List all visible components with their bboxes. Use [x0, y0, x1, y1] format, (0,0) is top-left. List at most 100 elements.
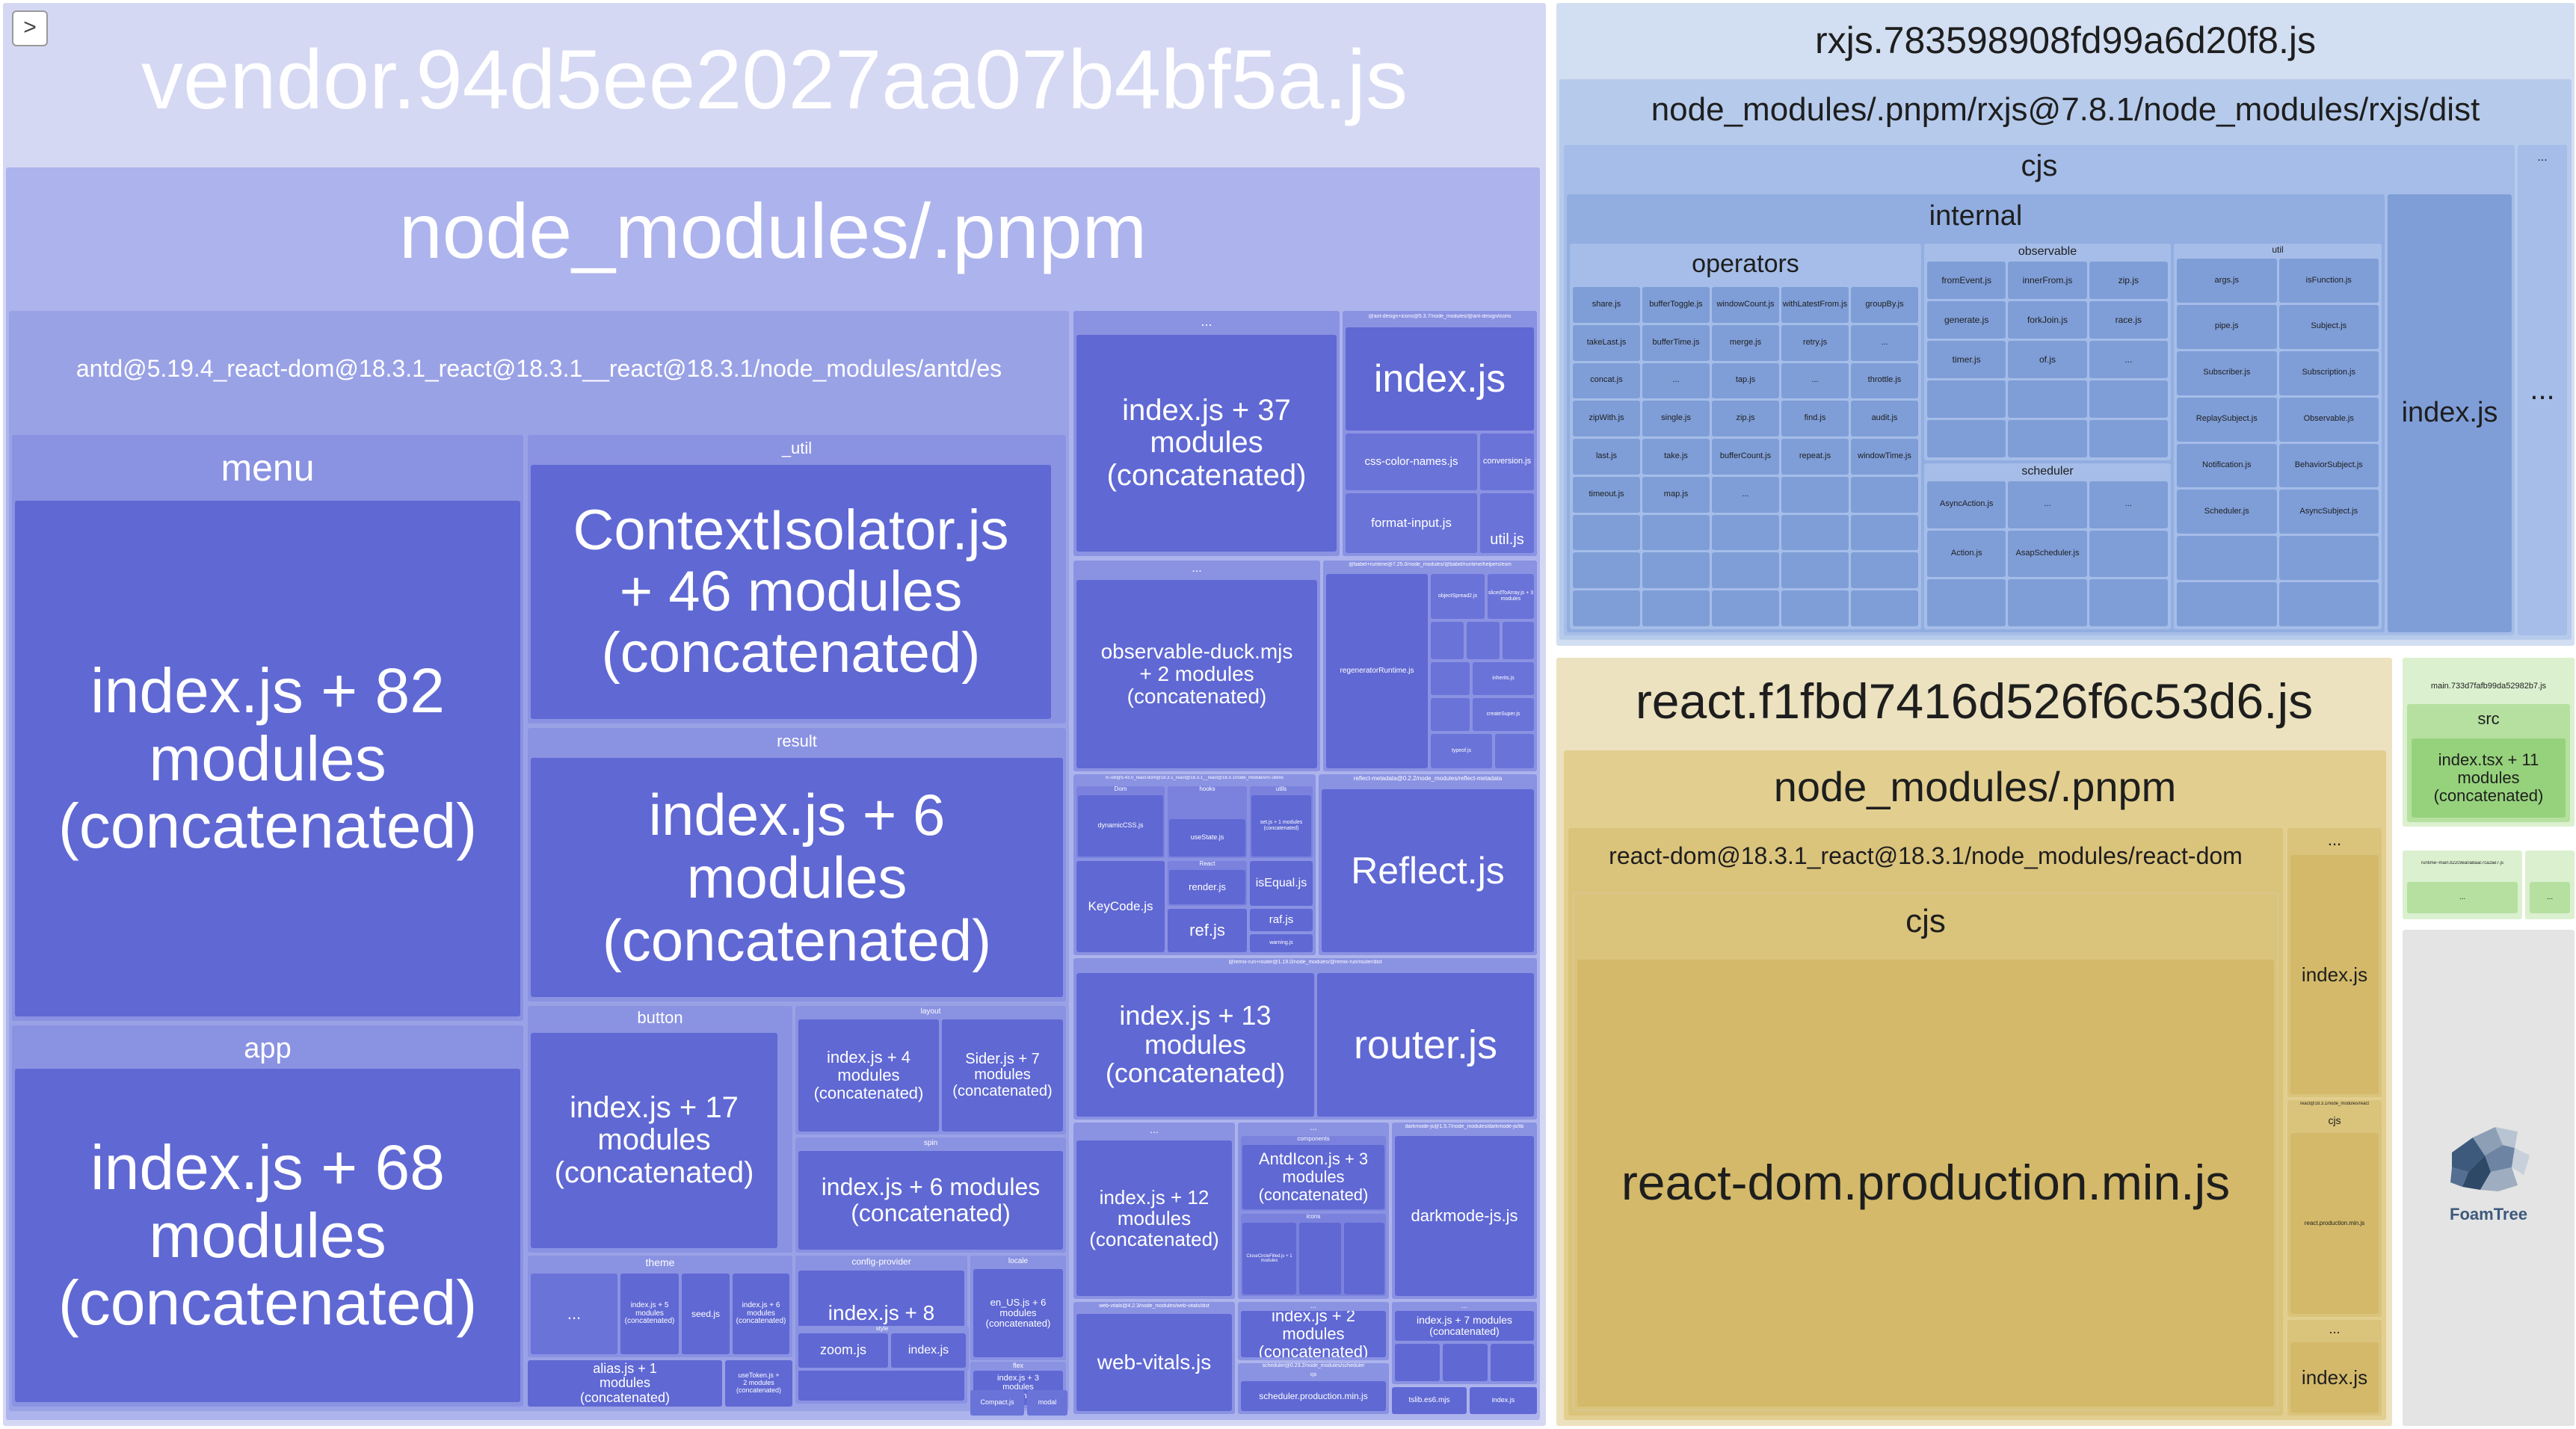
folder-darkmode[interactable]: darkmode-js@1.5.7/node_modules/darkmode-…	[1392, 1123, 1537, 1299]
rxjs-util-cell[interactable]	[2278, 582, 2379, 626]
module-context-isolator[interactable]: ContextIsolator.js + 46 modules (concate…	[531, 465, 1051, 719]
rxjs-operator-cell[interactable]	[1642, 590, 1710, 626]
rxjs-observable-cell[interactable]: ...	[2089, 341, 2168, 378]
rxjs-util-cell[interactable]: Observable.js	[2278, 397, 2379, 442]
folder-ant-design-icons[interactable]: @ant-design+icons@5.3.7/node_modules/@an…	[1343, 311, 1537, 556]
folder-rc-dom[interactable]: Dom dynamicCSS.js	[1076, 786, 1165, 858]
folder-reflect-metadata[interactable]: reflect-metadata@0.2.2/node_modules/refl…	[1319, 774, 1537, 955]
chunk-main[interactable]: main.733d7fafb99da52982b7.js src index.t…	[2403, 658, 2575, 827]
module-create-super[interactable]: createSuper.js	[1473, 698, 1534, 731]
module-reflect[interactable]: Reflect.js	[1322, 789, 1534, 952]
module-typeof[interactable]: typeof.js	[1431, 734, 1492, 768]
rxjs-observable-cell[interactable]: forkJoin.js	[2008, 301, 2087, 339]
folder-react-bottom[interactable]: ... index.js	[2287, 1320, 2382, 1416]
rxjs-util-cell[interactable]: Notification.js	[2177, 443, 2277, 488]
rxjs-operator-cell[interactable]	[1642, 514, 1710, 551]
rxjs-observable-cell[interactable]: zip.js	[2089, 262, 2168, 299]
rxjs-observable-cell[interactable]: fromEvent.js	[1927, 262, 2006, 299]
vendor-node-modules-pnpm[interactable]: node_modules/.pnpm antd@5.19.4_react-dom…	[6, 167, 1540, 1420]
rxjs-operator-cell[interactable]	[1642, 552, 1710, 589]
module-misc-c-b[interactable]	[1443, 1344, 1488, 1381]
module-misc-c[interactable]: index.js + 7 modules (concatenated)	[1395, 1311, 1534, 1341]
rxjs-observable-cell[interactable]: generate.js	[1927, 301, 2006, 339]
folder-web-vitals[interactable]: web-vitals@4.2.3/node_modules/web-vitals…	[1073, 1302, 1235, 1414]
rxjs-util-cell[interactable]	[2278, 536, 2379, 581]
rxjs-operator-cell[interactable]: last.js	[1573, 439, 1640, 475]
rxjs-operator-cell[interactable]: audit.js	[1851, 401, 1918, 437]
chunk-vendor[interactable]: vendor.94d5ee2027aa07b4bf5a.js node_modu…	[3, 3, 1546, 1426]
module-raf[interactable]: raf.js	[1250, 909, 1313, 931]
rxjs-operator-cell[interactable]	[1851, 552, 1918, 589]
module-babel-e[interactable]	[1431, 698, 1470, 731]
rxjs-operator-cell[interactable]	[1712, 590, 1779, 626]
module-object-spread[interactable]: objectSpread2.js	[1431, 574, 1485, 619]
rxjs-util-cell[interactable]: Subscription.js	[2278, 351, 2379, 395]
folder-misc-b[interactable]: ... index.js + 2 modules (concatenated)	[1238, 1302, 1389, 1360]
folder-col-a[interactable]: ... index.js + 37 modules (concatenated)	[1073, 311, 1340, 556]
rxjs-scheduler-cell[interactable]: Action.js	[1927, 530, 2006, 578]
module-rxjs-index[interactable]: index.js	[2388, 194, 2512, 632]
module-theme-seed[interactable]: seed.js	[682, 1274, 730, 1354]
folder-menu[interactable]: menu index.js + 82 modules (concatenated…	[12, 435, 523, 1021]
module-icons-svg-b[interactable]	[1344, 1223, 1384, 1294]
rxjs-util-cell[interactable]	[2177, 582, 2277, 626]
folder-react-pnpm[interactable]: node_modules/.pnpm react-dom@18.3.1_reac…	[1564, 750, 2386, 1420]
module-layout-sider[interactable]: Sider.js + 7 modules (concatenated)	[942, 1019, 1063, 1132]
folder-react-pkg[interactable]: react@18.3.1/node_modules/react cjs reac…	[2287, 1100, 2382, 1317]
folder-remix-router[interactable]: @remix-run+router@1.19.0/node_modules/@r…	[1073, 958, 1537, 1120]
sidebar-toggle-button[interactable]: >	[12, 10, 48, 46]
rxjs-operator-cell[interactable]	[1851, 590, 1918, 626]
module-warning[interactable]: warning.js	[1250, 934, 1313, 952]
module-react-production[interactable]: react.production.min.js	[2290, 1133, 2379, 1314]
module-tail-index[interactable]: index.js	[1470, 1387, 1537, 1414]
folder-result[interactable]: result index.js + 6 modules (concatenate…	[528, 728, 1066, 1001]
module-icons-svg-a[interactable]	[1299, 1223, 1341, 1294]
folder-react-dom[interactable]: react-dom@18.3.1_react@18.3.1/node_modul…	[1568, 828, 2283, 1416]
module-col-a-index[interactable]: index.js + 37 modules (concatenated)	[1076, 335, 1337, 552]
rxjs-scheduler-cell[interactable]	[2089, 530, 2168, 578]
module-button-index[interactable]: index.js + 17 modules (concatenated)	[531, 1033, 777, 1248]
rxjs-scheduler-cell[interactable]: ...	[2089, 481, 2168, 528]
folder-spin[interactable]: spin index.js + 6 modules (concatenated)	[795, 1138, 1066, 1253]
rxjs-util-cell[interactable]: Subject.js	[2278, 304, 2379, 349]
rxjs-observable-cell[interactable]: innerFrom.js	[2008, 262, 2087, 299]
rxjs-operator-cell[interactable]: ...	[1781, 362, 1849, 399]
rxjs-operator-cell[interactable]: zipWith.js	[1573, 401, 1640, 437]
rxjs-util-cell[interactable]	[2177, 536, 2277, 581]
folder-antd-es[interactable]: antd@5.19.4_react-dom@18.3.1_react@18.3.…	[9, 311, 1069, 1411]
rxjs-operator-cell[interactable]: share.js	[1573, 287, 1640, 323]
rxjs-observable-cell[interactable]	[1927, 420, 2006, 457]
rxjs-operator-cell[interactable]: take.js	[1642, 439, 1710, 475]
module-misc-c-a[interactable]	[1395, 1344, 1440, 1381]
folder-main-src[interactable]: src index.tsx + 11 modules (concatenated…	[2407, 704, 2570, 822]
module-sliced-to-array[interactable]: slicedToArray.js + 3 modules	[1488, 574, 1534, 619]
rxjs-operator-cell[interactable]: retry.js	[1781, 324, 1849, 361]
theme-more[interactable]: ...	[531, 1274, 617, 1354]
module-router-index[interactable]: index.js + 13 modules (concatenated)	[1076, 973, 1314, 1117]
rxjs-util-cell[interactable]: pipe.js	[2177, 304, 2277, 349]
folder-rxjs-more[interactable]: ... ...	[2518, 145, 2567, 635]
module-locale-en-us[interactable]: en_US.js + 6 modules (concatenated)	[973, 1269, 1063, 1357]
folder-components[interactable]: components AntdIcon.js + 3 modules (conc…	[1241, 1136, 1386, 1211]
module-util[interactable]: util.js	[1480, 493, 1534, 553]
module-conversion[interactable]: conversion.js	[1480, 433, 1534, 490]
rxjs-operator-cell[interactable]: zip.js	[1712, 401, 1779, 437]
rxjs-operator-cell[interactable]: withLatestFrom.js	[1781, 287, 1849, 323]
module-react-side-index[interactable]: index.js	[2290, 855, 2379, 1094]
folder-rc-utils[interactable]: utils set.js + 1 modules (concatenated)	[1250, 786, 1313, 858]
module-router[interactable]: router.js	[1317, 973, 1534, 1117]
module-inherits[interactable]: inherits.js	[1473, 662, 1534, 695]
module-layout-index[interactable]: index.js + 4 modules (concatenated)	[798, 1019, 939, 1132]
rxjs-scheduler-cell[interactable]: AsyncAction.js	[1927, 481, 2006, 528]
folder-misc-a[interactable]: ... index.js + 12 modules (concatenated)	[1073, 1123, 1235, 1299]
chunk-small-b[interactable]: ...	[2525, 851, 2575, 919]
folder-rxjs-dist[interactable]: node_modules/.pnpm/rxjs@7.8.1/node_modul…	[1559, 79, 2572, 640]
folder-babel-runtime[interactable]: @babel+runtime@7.25.0/node_modules/@babe…	[1323, 561, 1537, 771]
rxjs-scheduler-cell[interactable]	[1927, 579, 2006, 626]
rxjs-operator-cell[interactable]: ...	[1642, 362, 1710, 399]
rxjs-util-cell[interactable]: args.js	[2177, 259, 2277, 303]
rxjs-operator-cell[interactable]	[1712, 514, 1779, 551]
